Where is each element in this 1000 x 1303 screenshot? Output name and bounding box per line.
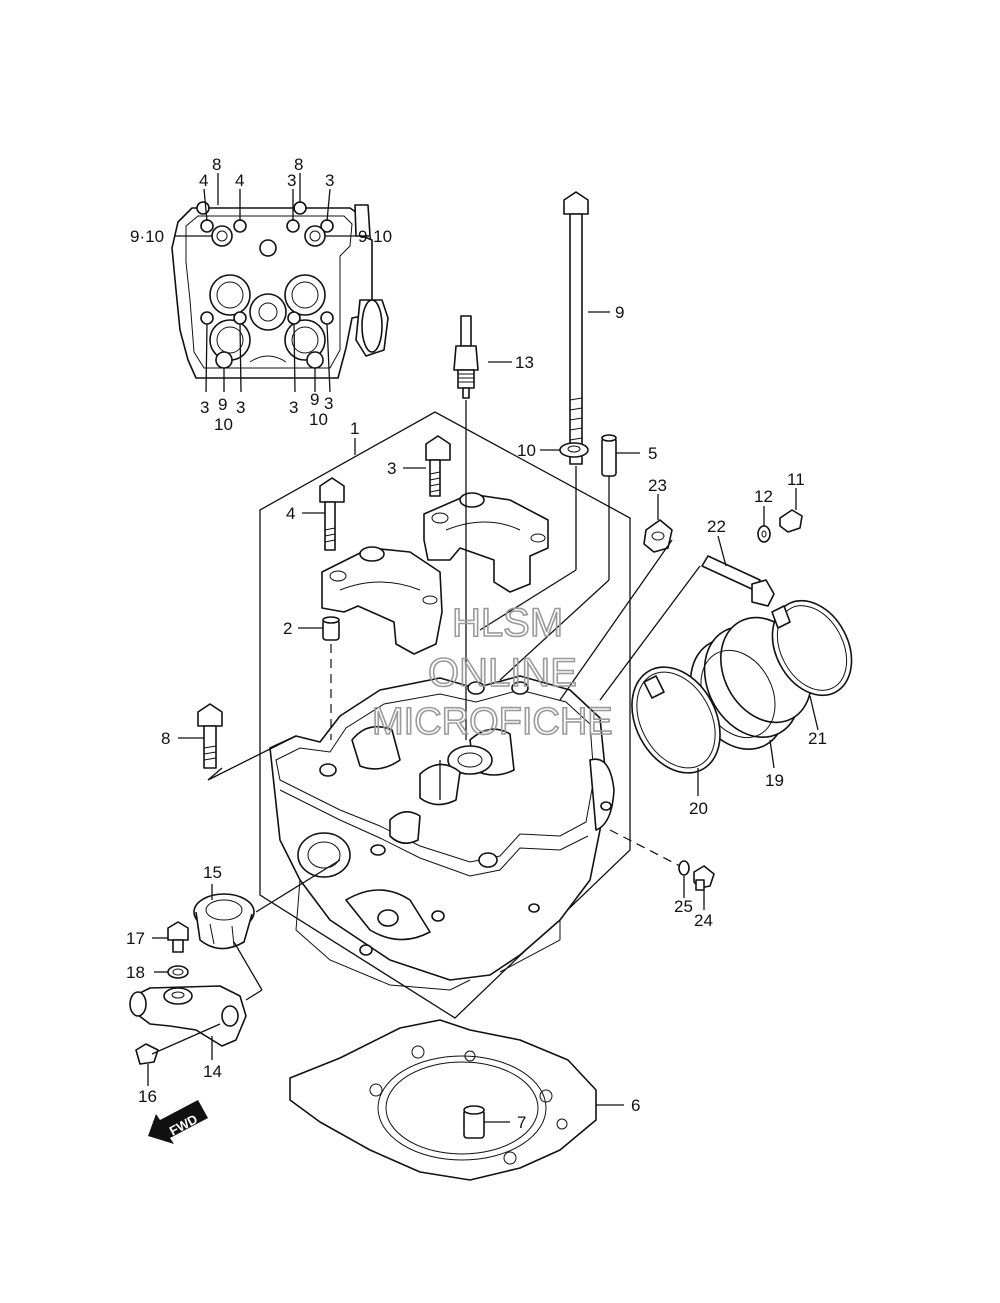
callout-16: 16 — [138, 1087, 157, 1106]
pin-5 — [601, 434, 617, 477]
callout-19: 19 — [765, 771, 784, 790]
label-bottom-10a: 10 — [214, 415, 233, 434]
spark-plug-13 — [453, 315, 479, 399]
bolt-11 — [779, 509, 803, 533]
callout-10: 10 — [517, 441, 536, 460]
callout-22: 22 — [707, 517, 726, 536]
thermostat-15 — [193, 893, 255, 950]
bolt-17 — [167, 921, 189, 953]
top-view-leaders — [174, 173, 356, 393]
callout-8: 8 — [161, 729, 170, 748]
callout-15: 15 — [203, 863, 222, 882]
bolt-16 — [135, 1043, 159, 1065]
callout-2: 2 — [283, 619, 292, 638]
label-bottom-9b: 9 — [310, 390, 319, 409]
dowel-pin-2 — [322, 616, 340, 641]
callout-labels: 1 2 3 4 5 6 7 8 9 10 11 12 13 14 15 16 1… — [126, 303, 827, 1132]
callout-25: 25 — [674, 897, 693, 916]
callout-9: 9 — [615, 303, 624, 322]
thermostat-cover-14 — [129, 985, 247, 1047]
washer-25 — [678, 860, 690, 876]
label-top-8b: 8 — [294, 155, 303, 174]
label-top-8a: 8 — [212, 155, 221, 174]
bolt-8 — [197, 703, 223, 769]
clamp-20 — [631, 666, 721, 774]
label-top-4a: 4 — [199, 171, 208, 190]
callout-12: 12 — [754, 487, 773, 506]
bolt-4 — [319, 477, 345, 551]
cylinder-head-main — [269, 675, 615, 991]
callout-3: 3 — [387, 459, 396, 478]
label-top-9-10-left: 9·10 — [130, 227, 164, 246]
callout-7: 7 — [517, 1113, 526, 1132]
stud-bolt-9 — [563, 191, 589, 465]
head-gasket-6 — [289, 1019, 597, 1181]
leader-lines — [147, 311, 819, 1123]
callout-23: 23 — [648, 476, 667, 495]
watermark-line3: MICROFICHE — [372, 701, 613, 743]
callout-6: 6 — [631, 1096, 640, 1115]
callout-21: 21 — [808, 729, 827, 748]
label-top-9-10-right: 9·10 — [358, 227, 392, 246]
label-bottom-9a: 9 — [218, 395, 227, 414]
nut-23 — [643, 519, 673, 553]
label-bottom-3a: 3 — [200, 398, 209, 417]
washer-12 — [757, 525, 771, 543]
callout-20: 20 — [689, 799, 708, 818]
bolt-3 — [425, 435, 451, 497]
label-bottom-3c: 3 — [289, 398, 298, 417]
callout-11: 11 — [787, 470, 805, 489]
camshaft-holder-front — [321, 546, 443, 655]
camshaft-holder-rear — [423, 492, 549, 593]
callout-4: 4 — [286, 504, 295, 523]
bolt-24 — [693, 865, 715, 891]
assembly-lines — [151, 400, 701, 1055]
label-top-3b: 3 — [325, 171, 334, 190]
clamp-21 — [771, 599, 853, 697]
watermark-line2: ONLINE — [428, 651, 577, 695]
bolt-22 — [701, 555, 775, 607]
callout-18: 18 — [126, 963, 145, 982]
callout-17: 17 — [126, 929, 145, 948]
callout-14: 14 — [203, 1062, 222, 1081]
label-bottom-10b: 10 — [309, 410, 328, 429]
dashed-guides — [330, 644, 681, 867]
washer-10 — [559, 442, 589, 458]
callout-13: 13 — [515, 353, 534, 372]
callout-1: 1 — [350, 419, 359, 438]
label-bottom-3d: 3 — [324, 394, 333, 413]
callout-24: 24 — [694, 911, 713, 930]
o-ring-18 — [167, 965, 189, 979]
watermark: HLSM ONLINE MICROFICHE — [371, 600, 613, 744]
label-top-4b: 4 — [235, 171, 244, 190]
assembly-outline — [259, 411, 631, 1019]
cylinder-head-top-view — [171, 201, 389, 379]
callout-5: 5 — [648, 444, 657, 463]
watermark-line1: HLSM — [452, 601, 563, 645]
dowel-pin-7 — [463, 1105, 485, 1139]
top-view-labels: 8 8 4 4 3 3 9·10 9·10 3 9 3 10 3 9 3 10 — [130, 155, 392, 434]
label-bottom-3b: 3 — [236, 398, 245, 417]
label-top-3a: 3 — [287, 171, 296, 190]
fwd-arrow-icon: FWD — [148, 1100, 208, 1144]
